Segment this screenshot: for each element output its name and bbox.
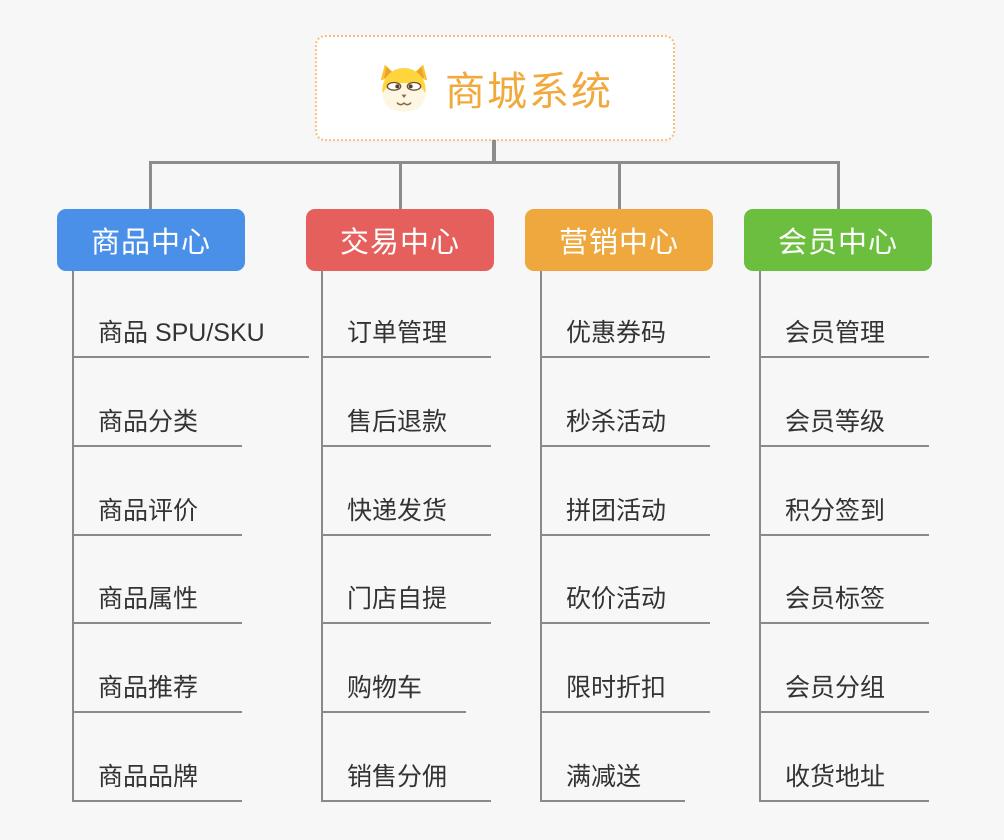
connector-drop-trade [399, 161, 402, 210]
root-node[interactable]: 商城系统 [315, 35, 675, 141]
leaf-item[interactable]: 积分签到 [759, 494, 930, 536]
branch-spine [321, 271, 323, 802]
branch-node-members[interactable]: 会员中心 [744, 209, 932, 271]
leaf-item[interactable]: 商品分类 [72, 405, 243, 447]
connector-drop-members [837, 161, 840, 210]
branch-column-trade: 交易中心 订单管理 售后退款 快递发货 门店自提 购物车 销售分佣 [306, 209, 566, 809]
leaf-item[interactable]: 商品推荐 [72, 671, 243, 713]
leaf-item[interactable]: 收货地址 [759, 760, 930, 802]
root-title: 商城系统 [445, 70, 613, 114]
leaf-item[interactable]: 优惠券码 [540, 316, 711, 358]
leaf-item[interactable]: 销售分佣 [321, 760, 492, 802]
leaf-item[interactable]: 拼团活动 [540, 494, 711, 536]
leaf-item[interactable]: 商品评价 [72, 494, 243, 536]
branch-column-marketing: 营销中心 优惠券码 秒杀活动 拼团活动 砍价活动 限时折扣 满减送 [525, 209, 785, 809]
leaf-item[interactable]: 商品品牌 [72, 760, 243, 802]
leaf-item[interactable]: 会员标签 [759, 582, 930, 624]
leaf-item[interactable]: 商品属性 [72, 582, 243, 624]
leaf-item[interactable]: 会员分组 [759, 671, 930, 713]
branch-node-marketing[interactable]: 营销中心 [525, 209, 713, 271]
dog-face-icon [380, 64, 428, 112]
leaf-item[interactable]: 砍价活动 [540, 582, 711, 624]
branch-label: 交易中心 [339, 227, 460, 259]
branch-label: 营销中心 [558, 227, 679, 259]
branch-node-products[interactable]: 商品中心 [57, 209, 245, 271]
branch-spine [540, 271, 542, 802]
connector-root-stub [492, 140, 496, 164]
leaf-item[interactable]: 秒杀活动 [540, 405, 711, 447]
connector-drop-products [149, 161, 152, 210]
leaf-item[interactable]: 门店自提 [321, 582, 492, 624]
leaf-item[interactable]: 会员等级 [759, 405, 930, 447]
branch-spine [759, 271, 761, 802]
branch-column-products: 商品中心 商品 SPU/SKU 商品分类 商品评价 商品属性 商品推荐 商品品牌 [57, 209, 317, 809]
leaf-item[interactable]: 满减送 [540, 760, 686, 802]
branch-label: 会员中心 [777, 227, 898, 259]
leaf-item[interactable]: 购物车 [321, 671, 467, 713]
branch-label: 商品中心 [90, 227, 211, 259]
branch-node-trade[interactable]: 交易中心 [306, 209, 494, 271]
connector-rail [149, 161, 839, 164]
leaf-item[interactable]: 快递发货 [321, 494, 492, 536]
branch-column-members: 会员中心 会员管理 会员等级 积分签到 会员标签 会员分组 收货地址 [744, 209, 1004, 809]
leaf-item[interactable]: 售后退款 [321, 405, 492, 447]
leaf-item[interactable]: 会员管理 [759, 316, 930, 358]
connector-drop-marketing [618, 161, 621, 210]
leaf-item[interactable]: 限时折扣 [540, 671, 711, 713]
leaf-item[interactable]: 订单管理 [321, 316, 492, 358]
branch-spine [72, 271, 74, 802]
leaf-item[interactable]: 商品 SPU/SKU [72, 316, 309, 358]
